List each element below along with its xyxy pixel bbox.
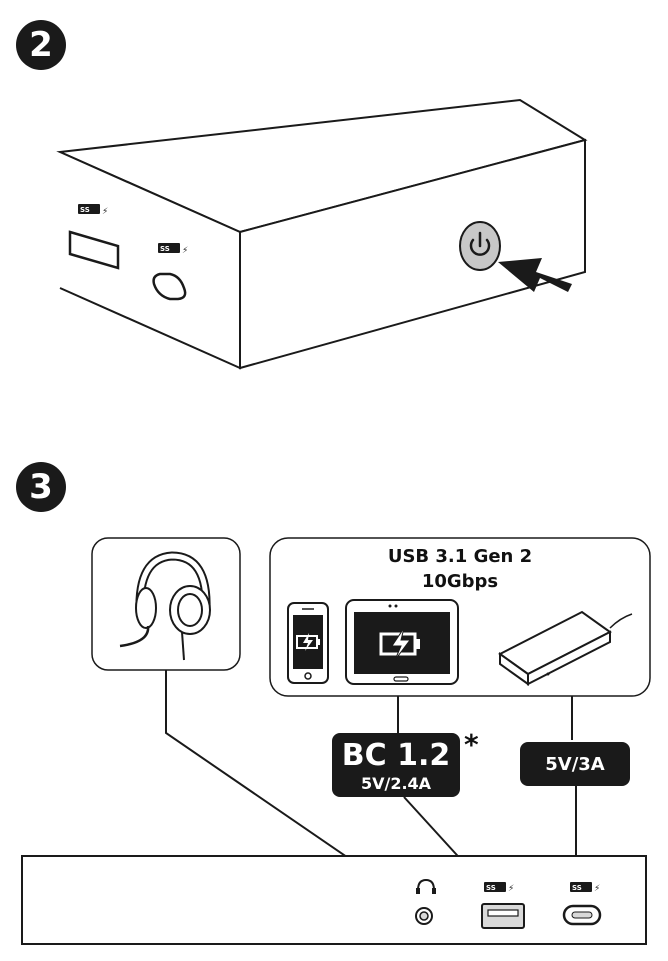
svg-text:SS: SS [80,206,90,214]
ss-usb-logo-icon: SS ⚡ [570,882,600,894]
step-2-badge: 2 [16,20,66,70]
storage-spec-line1: USB 3.1 Gen 2 [388,546,532,567]
step-3-badge: 3 [16,462,66,512]
svg-text:⚡: ⚡ [594,884,600,894]
bc-rating: 5V/2.4A [361,774,432,793]
usb-c-port-icon [152,272,187,301]
ss-usb-logo-icon: SS ⚡ [484,882,514,894]
usb-a-port-icon [481,903,525,929]
battery-charging-icon [379,627,420,661]
power-button-icon [459,221,501,271]
bc-asterisk: * [464,728,479,761]
tablet-icon [345,599,459,685]
svg-text:SS: SS [486,884,496,892]
push-arrow-icon [498,258,572,292]
dock-side-face [239,138,586,370]
svg-text:SS: SS [572,884,582,892]
bc-charging-badge: BC 1.2 5V/2.4A * [332,728,479,797]
usbc-rating: 5V/3A [545,754,605,775]
usb-a-port-icon [68,230,120,270]
svg-text:SS: SS [160,245,170,253]
svg-text:⚡: ⚡ [182,246,188,256]
headphone-jack-icon [415,878,436,925]
headset-panel [91,537,241,671]
phone-icon [287,602,329,684]
usb-c-port-icon [562,904,602,926]
bc-title: BC 1.2 [342,738,450,773]
dock-perspective-illustration: SS ⚡ SS ⚡ [56,98,588,370]
external-drive-icon [498,610,633,686]
svg-text:⚡: ⚡ [508,884,514,894]
dock-rear-panel: SS ⚡ SS ⚡ [21,855,647,945]
svg-text:⚡: ⚡ [102,207,108,217]
devices-panel: USB 3.1 Gen 2 10Gbps [269,537,651,697]
headset-icon [119,551,211,661]
headset-connection-line [165,670,402,895]
ss-usb-logo-icon: SS ⚡ [78,204,108,217]
storage-spec-line2: 10Gbps [422,571,498,592]
battery-charging-icon [296,633,320,651]
ss-usb-logo-icon: SS ⚡ [158,243,188,256]
usbc-power-badge: 5V/3A [520,742,630,786]
